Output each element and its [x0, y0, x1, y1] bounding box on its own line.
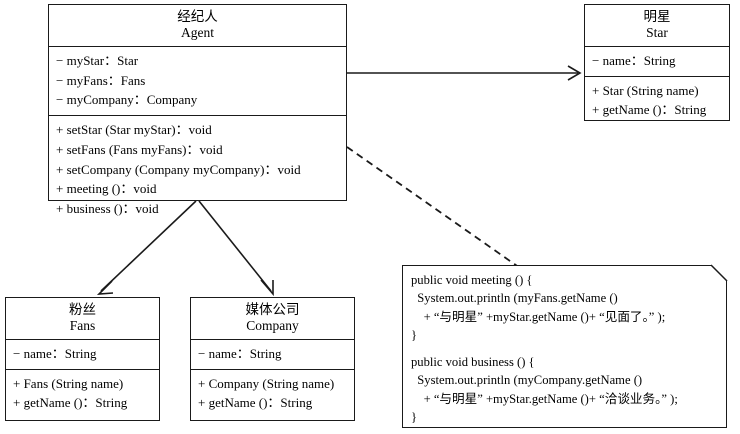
- code-line: + “与明星” +myStar.getName ()+ “见面了。” );: [411, 309, 666, 324]
- class-box-company[interactable]: 媒体公司 Company − name：String + Company (St…: [190, 297, 355, 421]
- class-name-cn: 粉丝: [69, 302, 96, 317]
- method-row: + getName ()：String: [198, 395, 313, 411]
- method-row: + business ()：void: [56, 201, 159, 217]
- code-line: public void meeting () {: [411, 273, 533, 287]
- class-name-en: Company: [246, 317, 299, 333]
- attribute-row: − myCompany：Company: [56, 92, 198, 108]
- code-line: System.out.println (myCompany.getName (): [411, 373, 643, 388]
- class-name-en: Agent: [181, 24, 214, 40]
- attribute-row: − name：String: [592, 52, 676, 68]
- code-line: System.out.println (myFans.getName (): [411, 291, 618, 306]
- code-blank-line: [411, 344, 718, 353]
- code-line: }: [411, 327, 418, 342]
- arrowhead-fans: [96, 280, 114, 295]
- method-row: + Company (String name): [198, 375, 335, 391]
- code-line: }: [411, 409, 418, 424]
- attribute-row: − name：String: [13, 345, 97, 361]
- class-header-company: 媒体公司 Company: [191, 298, 354, 340]
- class-name-en: Star: [646, 24, 668, 40]
- class-methods-fans: + Fans (String name) + getName ()：String: [6, 370, 159, 419]
- class-header-star: 明星 Star: [585, 5, 729, 47]
- class-box-agent[interactable]: 经纪人 Agent − myStar：Star − myFans：Fans − …: [48, 4, 347, 216]
- class-header-agent: 经纪人 Agent: [49, 5, 346, 47]
- class-box-fans[interactable]: 粉丝 Fans − name：String + Fans (String nam…: [5, 297, 160, 421]
- uml-note-code[interactable]: public void meeting () { System.out.prin…: [402, 265, 727, 428]
- class-attributes-fans: − name：String: [6, 340, 159, 370]
- attribute-row: − myFans：Fans: [56, 72, 146, 88]
- method-row: + getName ()：String: [13, 395, 128, 411]
- class-header-fans: 粉丝 Fans: [6, 298, 159, 340]
- method-row: + Star (String name): [592, 82, 699, 98]
- class-name-cn: 媒体公司: [245, 302, 300, 317]
- attribute-row: − myStar：Star: [56, 52, 139, 68]
- method-row: + meeting ()：void: [56, 181, 157, 197]
- attribute-row: − name：String: [198, 345, 282, 361]
- code-line: + “与明星” +myStar.getName ()+ “洽谈业务。” );: [411, 391, 678, 406]
- class-methods-star: + Star (String name) + getName ()：String: [585, 77, 729, 126]
- edge-agent-to-note: [346, 146, 521, 269]
- class-methods-company: + Company (String name) + getName ()：Str…: [191, 370, 354, 419]
- note-code-body: public void meeting () { System.out.prin…: [403, 266, 726, 431]
- code-line: public void business () {: [411, 355, 535, 369]
- method-row: + setStar (Star myStar)：void: [56, 122, 212, 138]
- class-attributes-company: − name：String: [191, 340, 354, 370]
- class-box-star[interactable]: 明星 Star − name：String + Star (String nam…: [584, 4, 730, 121]
- method-row: + Fans (String name): [13, 375, 124, 391]
- class-methods-agent: + setStar (Star myStar)：void + setFans (…: [49, 116, 346, 224]
- arrowhead-star: [567, 65, 582, 81]
- class-attributes-agent: − myStar：Star − myFans：Fans − myCompany：…: [49, 47, 346, 117]
- class-name-cn: 经纪人: [177, 9, 218, 24]
- class-name-en: Fans: [69, 317, 96, 333]
- method-row: + getName ()：String: [592, 102, 707, 118]
- method-row: + setFans (Fans myFans)：void: [56, 141, 223, 157]
- arrowhead-company: [260, 279, 274, 297]
- class-name-cn: 明星: [643, 9, 671, 24]
- class-attributes-star: − name：String: [585, 47, 729, 77]
- method-row: + setCompany (Company myCompany)：void: [56, 161, 301, 177]
